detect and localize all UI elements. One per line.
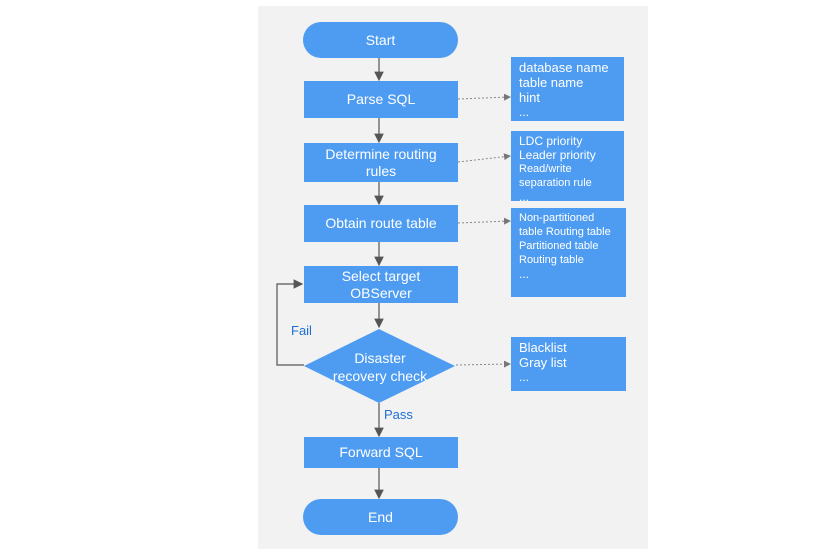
fail-label: Fail [291, 323, 312, 338]
note-determine: LDC priority Leader priority Read/write … [511, 131, 624, 204]
disaster-recovery-label: Disaster recovery check [332, 350, 428, 384]
note-connector-check [455, 360, 511, 368]
note-connector-determine [457, 153, 511, 163]
select-observer-node: Select target OBServer [304, 266, 458, 303]
note-parse: database name table name hint ... [511, 57, 624, 121]
note-check-line: Gray list [519, 355, 567, 370]
note-parse-line: ... [519, 105, 530, 119]
note-connector-obtain [457, 217, 511, 225]
forward-sql-node: Forward SQL [304, 437, 458, 468]
note-parse-line: database name [519, 60, 609, 75]
end-node: End [303, 499, 458, 535]
note-determine-line: ... [519, 190, 530, 204]
check-diamond [304, 329, 455, 403]
arrow-fail-loop [276, 279, 304, 366]
note-determine-line: Read/write separation rule [519, 163, 592, 189]
pass-label: Pass [384, 407, 413, 422]
note-obtain-line: ... [519, 267, 530, 281]
parse-sql-node: Parse SQL [304, 81, 458, 118]
note-connector-parse [457, 93, 511, 101]
note-parse-line: hint [519, 90, 540, 105]
start-node: Start [303, 22, 458, 58]
note-parse-line: table name [519, 75, 584, 90]
note-check-line: Blacklist [519, 340, 567, 355]
note-determine-line: Leader priority [519, 148, 596, 162]
note-check: Blacklist Gray list ... [511, 337, 626, 391]
determine-routing-node: Determine routing rules [304, 143, 458, 182]
note-obtain-line: Partitioned table Routing table [519, 240, 599, 266]
note-obtain: Non-partitioned table Routing table Part… [511, 208, 626, 297]
obtain-route-table-node: Obtain route table [304, 205, 458, 242]
note-check-line: ... [519, 370, 530, 384]
note-determine-line: LDC priority [519, 134, 583, 148]
note-obtain-line: Non-partitioned table Routing table [519, 212, 611, 238]
